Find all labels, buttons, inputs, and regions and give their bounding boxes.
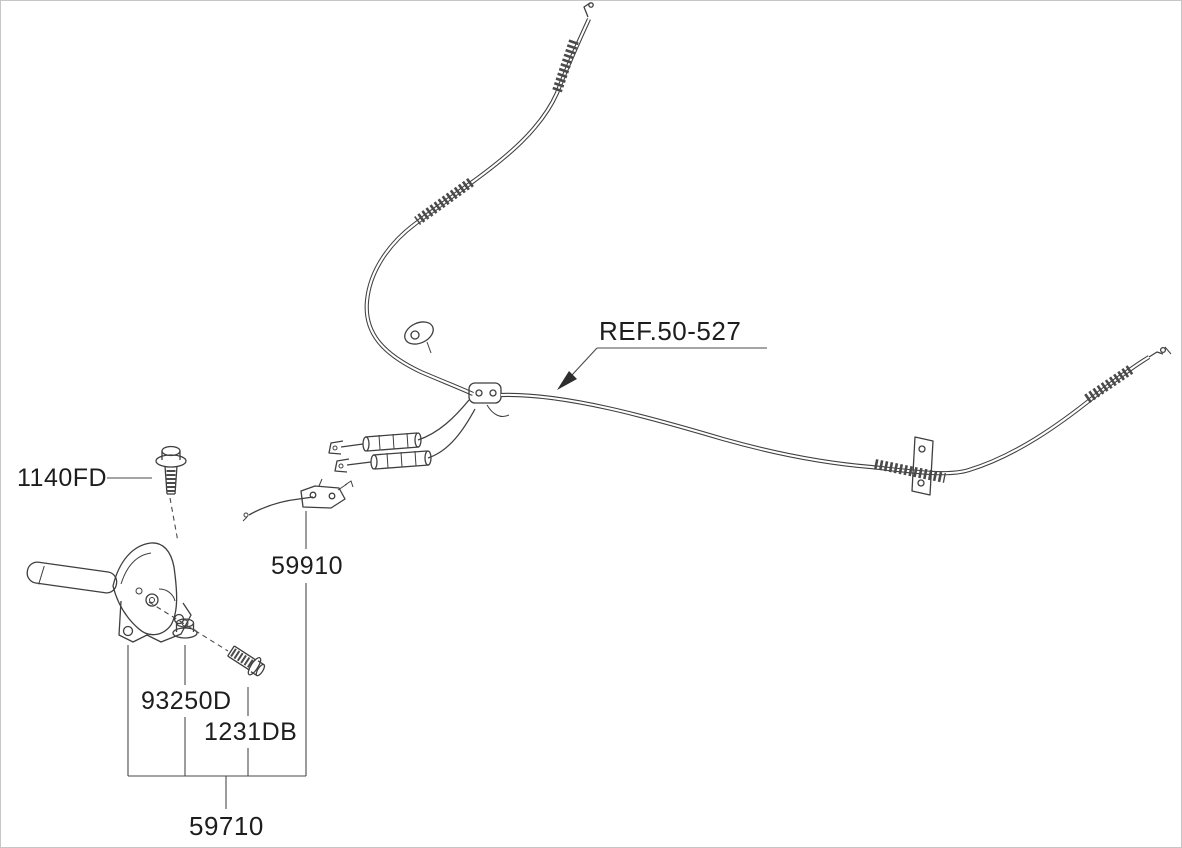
bolt-1231db-icon: [227, 645, 266, 677]
label-part-59910: 59910: [271, 552, 344, 580]
ref-callout-arrow: [557, 347, 767, 390]
parking-brake-lever: [26, 542, 192, 643]
label-part-1231db: 1231DB: [204, 718, 298, 746]
leader-lines: [107, 477, 307, 809]
cable-equalizer: [468, 382, 510, 418]
front-cable-adjusters: [328, 399, 476, 473]
cable-mount-tab: [404, 321, 434, 354]
rear-right-cable: [500, 346, 1172, 496]
flange-bolt-1140fd-icon: [155, 445, 187, 495]
label-part-59710: 59710: [189, 811, 264, 841]
part-59910-assembly: [242, 478, 354, 522]
label-part-1140fd: 1140FD: [17, 464, 108, 492]
assembly-guide-lines: [148, 497, 229, 652]
label-ref-50-527: REF.50-527: [599, 316, 742, 346]
rear-left-cable: [364, 2, 594, 396]
label-part-93250d: 93250D: [141, 687, 232, 715]
